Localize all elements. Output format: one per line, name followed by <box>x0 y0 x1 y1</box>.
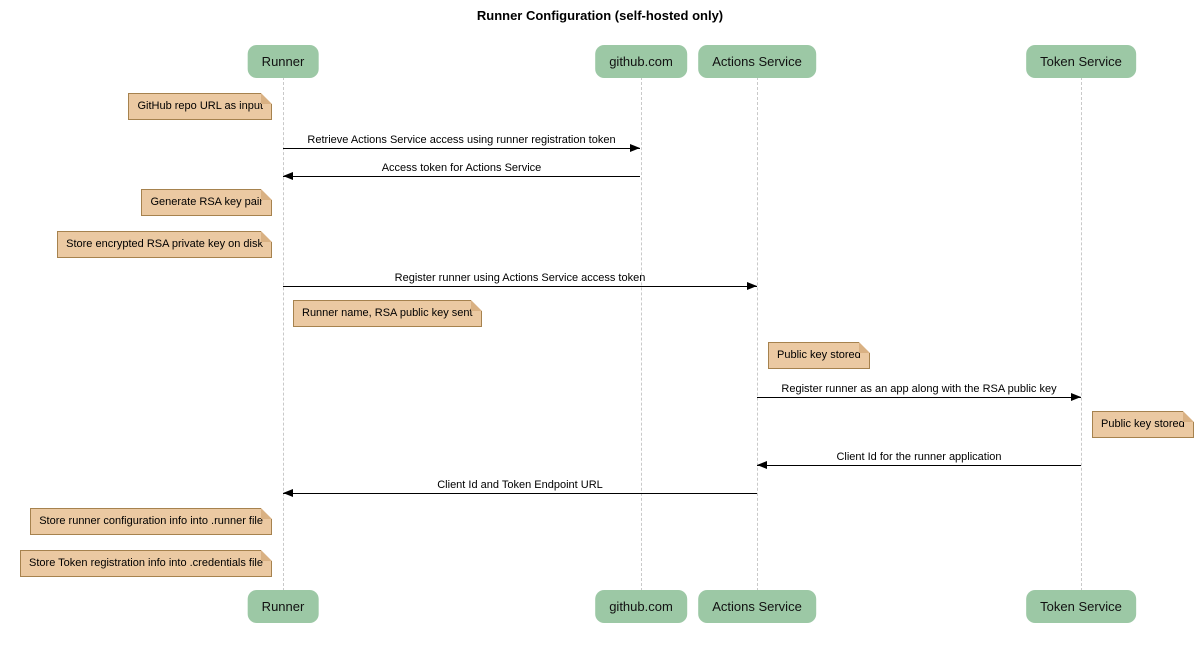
note-runner-name-public-key-sent: Runner name, RSA public key sent <box>293 300 482 327</box>
arrowhead-right-icon <box>630 144 640 152</box>
arrowhead-right-icon <box>747 282 757 290</box>
message-client-id-for-runner-app: Client Id for the runner application <box>757 448 1081 469</box>
actor-box-github-bottom: github.com <box>595 590 687 623</box>
message-access-token-for-actions-service: Access token for Actions Service <box>283 159 640 180</box>
note-generate-rsa-key-pair: Generate RSA key pair <box>141 189 272 216</box>
diagram-title: Runner Configuration (self-hosted only) <box>476 8 724 23</box>
message-label: Access token for Actions Service <box>381 162 542 174</box>
actor-box-actions-service-bottom: Actions Service <box>698 590 816 623</box>
actor-box-actions-service-top: Actions Service <box>698 45 816 78</box>
message-register-runner-as-app: Register runner as an app along with the… <box>757 380 1081 401</box>
message-label: Client Id for the runner application <box>836 451 1002 463</box>
message-client-id-and-token-endpoint: Client Id and Token Endpoint URL <box>283 476 757 497</box>
note-store-runner-file: Store runner configuration info into .ru… <box>30 508 272 535</box>
arrowhead-left-icon <box>283 172 293 180</box>
message-label: Client Id and Token Endpoint URL <box>437 479 603 491</box>
actor-box-github-top: github.com <box>595 45 687 78</box>
arrowhead-left-icon <box>283 489 293 497</box>
message-register-runner-access-token: Register runner using Actions Service ac… <box>283 269 757 290</box>
message-label: Register runner using Actions Service ac… <box>394 272 646 284</box>
lifeline-token-service <box>1081 77 1082 591</box>
arrowhead-right-icon <box>1071 393 1081 401</box>
actor-box-runner-bottom: Runner <box>247 590 319 623</box>
arrowhead-left-icon <box>757 461 767 469</box>
actor-box-runner-top: Runner <box>247 45 319 78</box>
note-store-credentials-file: Store Token registration info into .cred… <box>20 550 272 577</box>
message-label: Retrieve Actions Service access using ru… <box>307 134 616 146</box>
actor-box-token-service-top: Token Service <box>1026 45 1136 78</box>
lifeline-github <box>641 77 642 591</box>
lifeline-runner <box>283 77 284 591</box>
message-retrieve-actions-service-access: Retrieve Actions Service access using ru… <box>283 131 640 152</box>
message-label: Register runner as an app along with the… <box>781 383 1057 395</box>
note-public-key-stored-actions-service: Public key stored <box>768 342 870 369</box>
note-github-repo-url-input: GitHub repo URL as input <box>128 93 272 120</box>
lifeline-actions-service <box>757 77 758 591</box>
note-public-key-stored-token-service: Public key stored <box>1092 411 1194 438</box>
note-store-encrypted-private-key: Store encrypted RSA private key on disk <box>57 231 272 258</box>
actor-box-token-service-bottom: Token Service <box>1026 590 1136 623</box>
